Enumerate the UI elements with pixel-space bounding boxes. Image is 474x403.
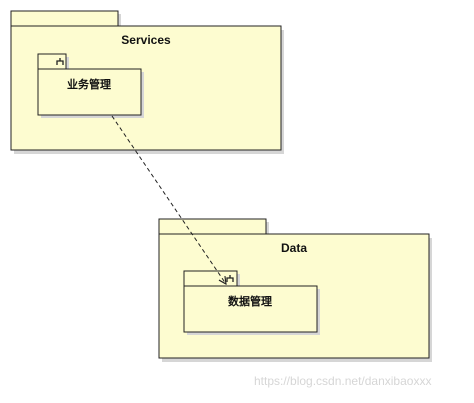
module-fork-icon bbox=[56, 58, 64, 65]
package-services[interactable]: Services 业务管理 bbox=[10, 10, 284, 154]
package-tab bbox=[10, 10, 119, 27]
module-fork-icon bbox=[226, 275, 234, 282]
package-tab bbox=[158, 218, 267, 235]
module-body bbox=[183, 285, 318, 333]
package-title: Services bbox=[121, 33, 171, 47]
package-data[interactable]: Data 数据管理 bbox=[158, 218, 432, 362]
module-business-management[interactable]: 业务管理 bbox=[37, 53, 144, 118]
module-label: 业务管理 bbox=[67, 77, 111, 91]
package-title: Data bbox=[281, 241, 307, 255]
module-body bbox=[37, 68, 142, 116]
watermark-text: https://blog.csdn.net/danxibaoxxx bbox=[254, 374, 432, 388]
module-label: 数据管理 bbox=[228, 294, 272, 308]
dependency-arrow[interactable] bbox=[111, 115, 226, 284]
module-data-management[interactable]: 数据管理 bbox=[183, 270, 320, 335]
